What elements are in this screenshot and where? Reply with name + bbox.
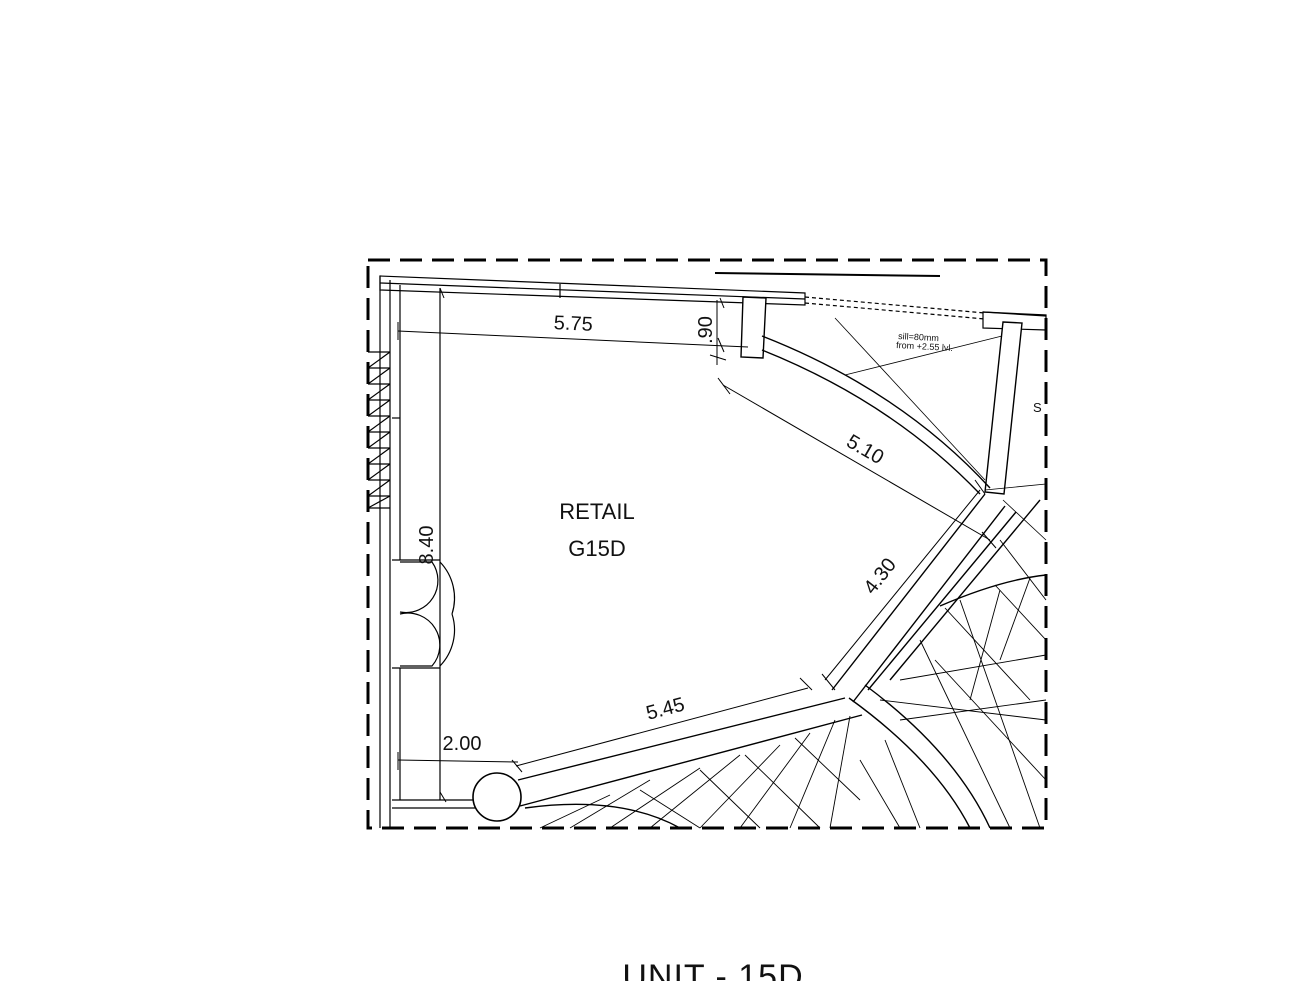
dimension-4-30: 4.30	[860, 554, 901, 598]
round-column	[472, 772, 522, 822]
atrium-roof-pattern	[539, 539, 1047, 829]
unit-boundary	[366, 258, 1048, 830]
dimension-0-90: .90	[695, 316, 717, 344]
sill-note-line2: from +2.55 lvl.	[896, 340, 953, 353]
room-name: RETAIL	[559, 499, 634, 524]
dimension-2-00: 2.00	[443, 733, 482, 755]
diagonal-wall	[831, 493, 1041, 703]
edge-letter: S	[1033, 400, 1042, 415]
double-door	[399, 561, 456, 667]
room-code: G15D	[568, 536, 625, 561]
glazing-lines	[834, 317, 1047, 541]
column-top	[740, 296, 767, 359]
column-right	[984, 321, 1023, 495]
bottom-wall	[517, 697, 863, 807]
dimension-5-10: 5.10	[843, 431, 888, 470]
sill-note-line1: sill=80mm	[898, 331, 939, 343]
dimension-lines	[397, 287, 997, 803]
wall-hatching	[367, 351, 391, 509]
drawing-title: UNIT - 15D	[622, 958, 803, 981]
dimension-8-40: 8.40	[416, 526, 438, 565]
dimension-5-75: 5.75	[553, 312, 593, 336]
top-reference-line	[714, 272, 941, 277]
dimension-5-45: 5.45	[644, 694, 687, 725]
curved-wall	[761, 335, 991, 495]
atrium-beams	[524, 574, 1047, 829]
